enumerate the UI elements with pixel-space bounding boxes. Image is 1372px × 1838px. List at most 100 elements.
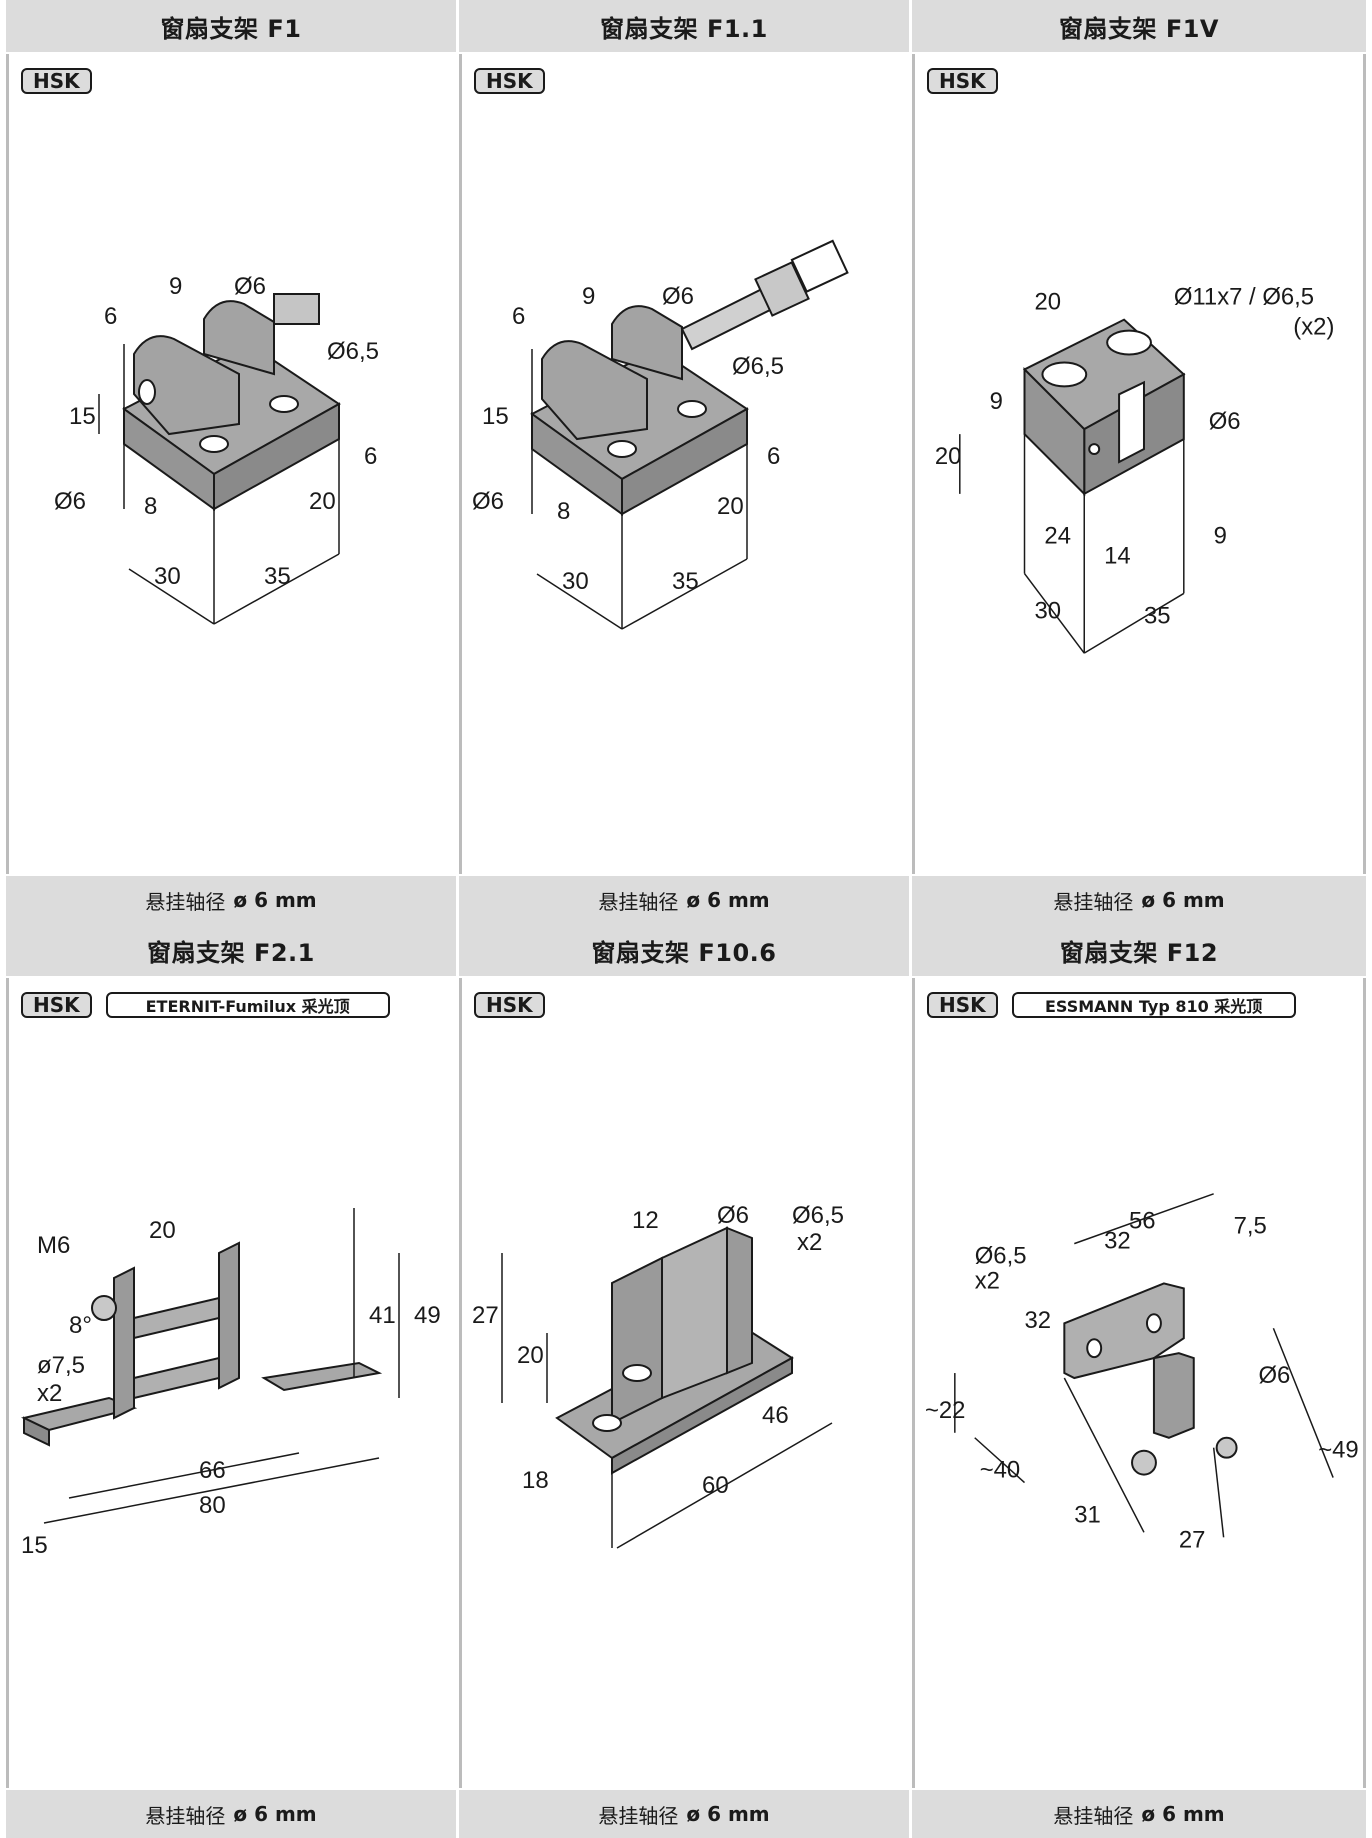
cell-f1v: HSK 20 Ø11x7 / Ø6,5 (x2) xyxy=(912,54,1366,874)
dim-label: 56 xyxy=(1129,1208,1156,1235)
dim-label: Ø6 xyxy=(234,273,266,300)
dim-label: Ø6,5 xyxy=(732,353,784,380)
footer-f1-1: 悬挂轴径 ø 6 mm xyxy=(459,874,912,924)
dim-label: 41 xyxy=(369,1302,396,1329)
title-f10-6: 窗扇支架 F10.6 xyxy=(459,924,912,978)
dim-label: Ø6,5 xyxy=(327,338,379,365)
bracket-grid: 窗扇支架 F1 窗扇支架 F1.1 窗扇支架 F1V HSK xyxy=(6,0,1366,1838)
footer-label: 悬挂轴径 xyxy=(598,889,679,914)
dim-label: 30 xyxy=(154,563,181,590)
hsk-badge: HSK xyxy=(21,992,92,1018)
dim-label: ~40 xyxy=(980,1457,1021,1484)
dim-label: 30 xyxy=(562,568,589,595)
footer-value: ø 6 mm xyxy=(686,1802,770,1826)
footer-f12: 悬挂轴径 ø 6 mm xyxy=(912,1788,1366,1838)
dim-label: 27 xyxy=(1179,1526,1206,1553)
dim-label: Ø6 xyxy=(1209,408,1241,435)
title-f2-1: 窗扇支架 F2.1 xyxy=(6,924,459,978)
dim-label: M6 xyxy=(37,1232,70,1259)
dim-label: x2 xyxy=(975,1267,1000,1294)
dim-label: 9 xyxy=(582,283,595,310)
title-f1v: 窗扇支架 F1V xyxy=(912,0,1366,54)
badge-group: HSK xyxy=(21,68,92,94)
title-f1: 窗扇支架 F1 xyxy=(6,0,459,54)
footer-label: 悬挂轴径 xyxy=(1053,1803,1134,1828)
footer-value: ø 6 mm xyxy=(233,1802,317,1826)
dim-label: 80 xyxy=(199,1492,226,1519)
dim-label: Ø6 xyxy=(54,488,86,515)
dim-label: Ø6 xyxy=(1258,1362,1290,1389)
dim-label: 66 xyxy=(199,1457,226,1484)
dim-label: 8 xyxy=(144,493,157,520)
dim-label: 12 xyxy=(632,1207,659,1234)
dim-label: 35 xyxy=(672,568,699,595)
dim-label: (x2) xyxy=(1293,314,1334,341)
drawing-f2-1: 20 M6 8° ø7,5 x2 41 49 66 80 15 xyxy=(21,1208,441,1559)
hsk-badge: HSK xyxy=(474,68,545,94)
dim-label: x2 xyxy=(797,1229,822,1256)
footer-value: ø 6 mm xyxy=(686,888,770,912)
cell-f1-1: HSK 9 Ø6 xyxy=(459,54,912,874)
dim-label: 31 xyxy=(1074,1501,1101,1528)
dim-label: Ø6,5 xyxy=(975,1243,1027,1270)
dim-label: 18 xyxy=(522,1467,549,1494)
dim-label: 35 xyxy=(1144,602,1171,629)
title-f1-1: 窗扇支架 F1.1 xyxy=(459,0,912,54)
cell-f1: HSK 9 Ø6 xyxy=(6,54,459,874)
dim-label: x2 xyxy=(37,1380,62,1407)
drawing-f10-6: 12 Ø6 Ø6,5 x2 27 20 46 60 18 xyxy=(472,1202,844,1549)
dim-label: 20 xyxy=(517,1342,544,1369)
dim-label: 46 xyxy=(762,1402,789,1429)
dim-label: 6 xyxy=(512,303,525,330)
dim-label: Ø6 xyxy=(662,283,694,310)
title-f12: 窗扇支架 F12 xyxy=(912,924,1366,978)
dim-label: 9 xyxy=(990,388,1003,415)
dim-label: 8° xyxy=(69,1312,92,1339)
dim-label: 60 xyxy=(702,1472,729,1499)
dim-label: ~22 xyxy=(925,1397,966,1424)
footer-f1: 悬挂轴径 ø 6 mm xyxy=(6,874,459,924)
dim-label: Ø6,5 xyxy=(792,1202,844,1229)
dim-label: ~49 xyxy=(1318,1437,1359,1464)
roof-system-badge: ESSMANN Typ 810 采光顶 xyxy=(1011,992,1296,1018)
dim-label: 9 xyxy=(1214,523,1227,550)
drawing-f1-1: 9 Ø6 6 Ø6,5 15 Ø6 8 20 6 30 35 xyxy=(472,239,849,630)
footer-f1v: 悬挂轴径 ø 6 mm xyxy=(912,874,1366,924)
badge-group: HSK xyxy=(927,68,998,94)
hsk-badge: HSK xyxy=(474,992,545,1018)
dim-label: 6 xyxy=(364,443,377,470)
dim-label: 15 xyxy=(69,403,96,430)
dim-label: 15 xyxy=(482,403,509,430)
hsk-badge: HSK xyxy=(21,68,92,94)
footer-label: 悬挂轴径 xyxy=(598,1803,679,1828)
dim-label: 32 xyxy=(1104,1228,1131,1255)
dim-label: 27 xyxy=(472,1302,499,1329)
badge-group: HSK xyxy=(474,992,545,1018)
dim-label: ø7,5 xyxy=(37,1352,85,1379)
dim-label: 20 xyxy=(717,493,744,520)
dim-label: 6 xyxy=(104,303,117,330)
roof-system-badge: ETERNIT-Fumilux 采光顶 xyxy=(105,992,390,1018)
drawing-f12: 56 7,5 32 Ø6,5 x2 32 ~22 ~40 Ø6 ~49 31 2… xyxy=(925,1193,1359,1553)
cell-f2-1: HSK ETERNIT-Fumilux 采光顶 20 M6 xyxy=(6,978,459,1788)
footer-value: ø 6 mm xyxy=(1141,888,1225,912)
footer-value: ø 6 mm xyxy=(1141,1802,1225,1826)
dim-label: Ø6 xyxy=(472,488,504,515)
footer-label: 悬挂轴径 xyxy=(1053,889,1134,914)
dim-label: 7,5 xyxy=(1234,1213,1267,1240)
badge-group: HSK ESSMANN Typ 810 采光顶 xyxy=(927,992,1296,1018)
dim-label: 49 xyxy=(414,1302,441,1329)
badge-group: HSK xyxy=(474,68,545,94)
dim-label: 20 xyxy=(935,443,962,470)
footer-label: 悬挂轴径 xyxy=(145,889,226,914)
footer-label: 悬挂轴径 xyxy=(145,1803,226,1828)
dim-label: 30 xyxy=(1034,597,1061,624)
footer-f10-6: 悬挂轴径 ø 6 mm xyxy=(459,1788,912,1838)
dim-label: 9 xyxy=(169,273,182,300)
dim-label: 14 xyxy=(1104,543,1131,570)
dim-label: 35 xyxy=(264,563,291,590)
dim-label: 20 xyxy=(309,488,336,515)
cell-f10-6: HSK 12 Ø6 Ø6,5 x2 27 20 xyxy=(459,978,912,1788)
dim-label: Ø11x7 / Ø6,5 xyxy=(1174,284,1314,311)
